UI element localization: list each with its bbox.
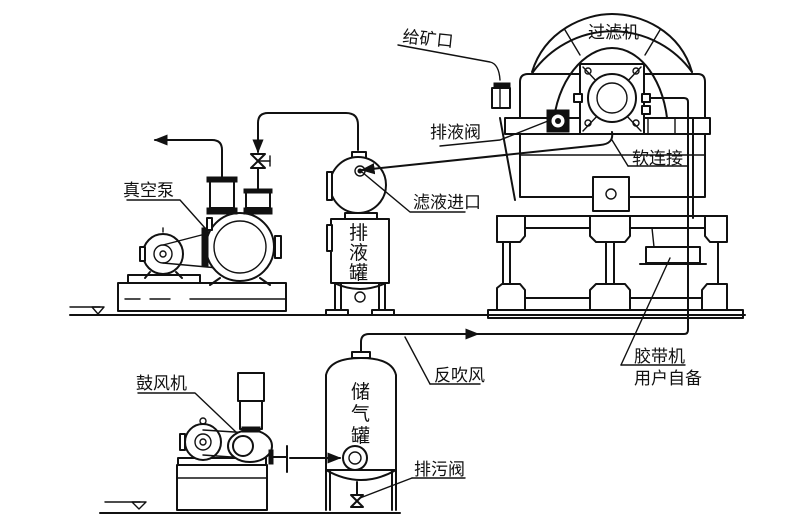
soft-connection-label: 软连接: [632, 149, 683, 169]
user-supplied-label: 用户自备: [634, 369, 702, 389]
sewage-valve-label: 排污阀: [414, 460, 465, 480]
air-tank-label-3: 罐: [351, 425, 370, 447]
feed-inlet-label: 给矿口: [401, 27, 454, 52]
ground-level-triangle-icon: [69, 306, 105, 315]
belt-conveyor-label: 胶带机: [634, 347, 685, 367]
sewage-valve-icon: [350, 481, 364, 508]
drain-valve-label: 排液阀: [430, 123, 481, 143]
leader-lines: [126, 44, 689, 499]
ground-level-triangle-icon: [104, 501, 147, 510]
drain-valve-icon: [546, 109, 570, 133]
gate-valve-icon: [250, 153, 271, 169]
blower-label: 鼓风机: [136, 374, 187, 394]
filtrate-inlet-label: 滤液进口: [413, 193, 481, 213]
drain-tank-label-1: 排: [349, 222, 368, 244]
air-tank-label-2: 气: [351, 403, 370, 425]
air-tank-label-1: 储: [351, 381, 370, 403]
vacuum-pump: [117, 112, 359, 312]
filter-machine: [379, 13, 744, 335]
filter-label: 过滤机: [588, 23, 639, 43]
back-blow-label: 反吹风: [434, 366, 485, 386]
vacuum-pump-label: 真空泵: [123, 181, 174, 201]
drain-tank-label-3: 罐: [349, 262, 368, 284]
drain-tank: 排 液 罐: [325, 131, 614, 316]
drain-tank-label-2: 液: [349, 242, 368, 264]
blower: [176, 372, 342, 511]
air-tank: 储 气 罐: [325, 328, 480, 511]
